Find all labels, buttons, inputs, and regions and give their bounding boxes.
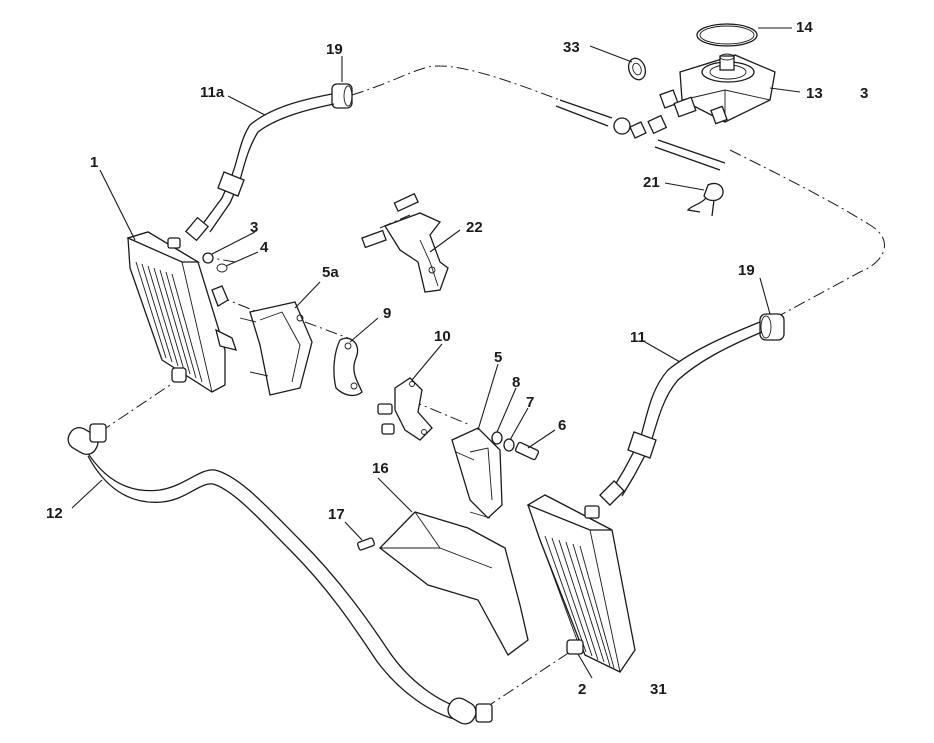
hose-11 xyxy=(599,321,763,506)
label-21: 21 xyxy=(643,174,660,191)
pipe-12 xyxy=(67,423,493,725)
bracket-10 xyxy=(377,377,433,441)
label-9: 9 xyxy=(383,305,391,322)
oil-cooler-2 xyxy=(526,494,636,673)
label-31: 31 xyxy=(650,681,667,698)
label-6: 6 xyxy=(558,417,566,434)
grommet-19-right xyxy=(759,313,785,341)
hose-11a xyxy=(184,93,335,242)
label-8: 8 xyxy=(512,374,520,391)
clamp-9 xyxy=(333,337,363,397)
label-10: 10 xyxy=(434,328,451,345)
label-3-right: 3 xyxy=(860,85,868,102)
routing-dashed-lines xyxy=(99,65,885,709)
nut-3-washer-4 xyxy=(202,252,228,273)
screw-17 xyxy=(357,537,375,551)
o-ring-14 xyxy=(696,23,758,47)
hose-upper-right xyxy=(555,99,726,171)
label-19-right: 19 xyxy=(738,262,755,279)
clip-21 xyxy=(686,182,724,217)
label-22: 22 xyxy=(466,219,483,236)
label-2: 2 xyxy=(578,681,586,698)
label-16: 16 xyxy=(372,460,389,477)
label-11a: 11a xyxy=(200,84,225,101)
label-1: 1 xyxy=(90,154,98,171)
label-33: 33 xyxy=(563,39,580,56)
label-5a: 5a xyxy=(322,264,339,281)
bracket-5 xyxy=(451,427,503,519)
bracket-22 xyxy=(361,192,449,293)
shroud-16 xyxy=(379,511,529,656)
label-17: 17 xyxy=(328,506,345,523)
label-7: 7 xyxy=(526,394,534,411)
label-5: 5 xyxy=(494,349,502,366)
label-11: 11 xyxy=(630,329,646,346)
grommet-19-top xyxy=(331,83,353,109)
label-13: 13 xyxy=(806,85,823,102)
label-3-left: 3 xyxy=(250,219,258,236)
bracket-5a xyxy=(239,301,313,396)
oil-filter-adapter-13 xyxy=(613,53,776,139)
leader-lines xyxy=(71,27,801,679)
label-4: 4 xyxy=(260,239,269,256)
bolt-6-washers-7-8 xyxy=(491,431,540,461)
washer-33 xyxy=(627,57,647,81)
label-12: 12 xyxy=(46,505,63,522)
label-14: 14 xyxy=(796,19,813,36)
label-19-top: 19 xyxy=(326,41,343,58)
oil-cooler-1 xyxy=(126,231,237,393)
callout-labels: 19 11a 1 3 4 5a 9 22 10 5 8 7 6 11 19 33… xyxy=(46,19,868,698)
